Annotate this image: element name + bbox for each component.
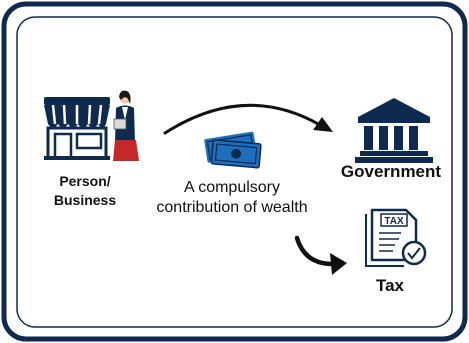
tax-label: Tax (375, 276, 405, 295)
arrow-to-government (163, 103, 333, 135)
government-label: Government (340, 162, 442, 181)
person-business-label: Person/ Business (53, 173, 117, 208)
arrow-to-tax (294, 235, 347, 275)
government-building-icon (355, 98, 433, 163)
tax-definition-text: A compulsory contribution of wealth (156, 179, 308, 216)
banknotes-icon (204, 131, 262, 169)
tax-document-text: TAX (384, 216, 404, 227)
inner-frame (16, 16, 453, 328)
tax-document-icon: TAX (365, 208, 427, 267)
shop-with-vendor-icon (44, 90, 139, 161)
